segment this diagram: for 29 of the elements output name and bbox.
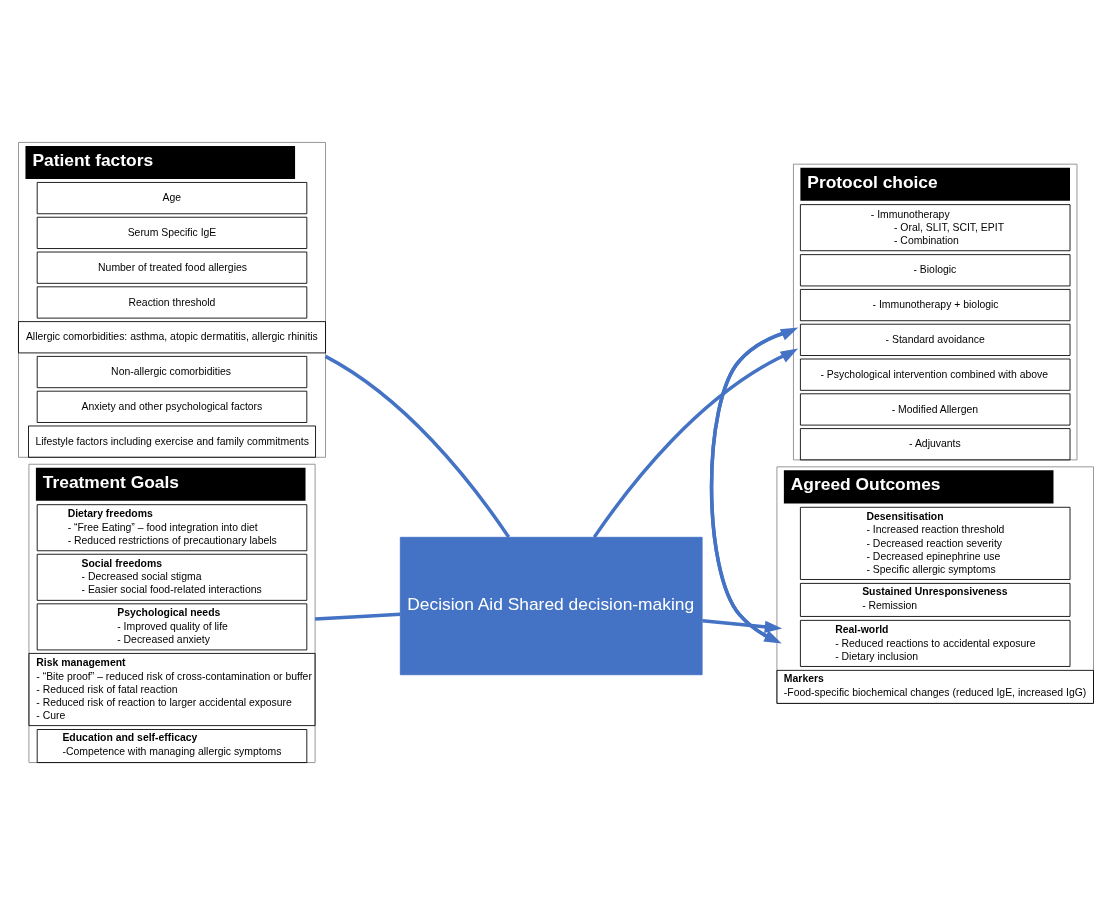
node-box: - Immunotherapy + biologic [799, 288, 1071, 321]
node-box: Allergic comorbidities: asthma, atopic dermatitis, allergic rhinitis [18, 320, 326, 353]
node-box: Education and self-efficacy -Competence with managing allergic symptoms [36, 728, 308, 763]
connector [315, 612, 401, 621]
node-box: Social freedoms - Decreased social stigma - Easier social food-related interactions [36, 553, 308, 601]
node-box: Serum Specific IgE [36, 216, 308, 249]
node-box: Sustained Unresponsiveness - Remission [799, 582, 1071, 617]
node-box: Anxiety and other psychological factors [36, 390, 308, 423]
arrow [702, 618, 783, 633]
node-box: Dietary freedoms - “Free Eating” – food integration into diet - Reduced restrictions of precautionary labels [36, 503, 308, 551]
node-box: - Modified Allergen [799, 392, 1071, 426]
node-box: - Immunotherapy - Oral, SLIT, SCIT, EPIT - Combination [799, 203, 1071, 251]
node-box: - Adjuvants [799, 427, 1071, 460]
node-box: Reaction threshold [36, 285, 308, 319]
node-box: Number of treated food allergies [36, 251, 308, 284]
node-box: Age [36, 181, 308, 214]
node-box: Decision Aid Shared decision-making [399, 536, 703, 675]
node-box: - Psychological intervention combined with above [799, 358, 1071, 391]
node-box: Desensitisation - Increased reaction threshold - Decreased reaction severity - Decreased epinephrine use - Specific allergic symptoms [799, 506, 1071, 580]
node-box: Real-world - Reduced reactions to accidental exposure - Dietary inclusion [799, 619, 1071, 667]
node-box: Markers -Food-specific biochemical changes (reduced IgE, increased IgG) [776, 669, 1094, 704]
node-box: - Standard avoidance [799, 323, 1071, 356]
node-box: Risk management - “Bite proof” – reduced risk of cross-contamination or buffer - Reduced risk of fatal reaction - Reduced risk of reaction to larger accidental exposure - Cure [28, 652, 316, 726]
node-box: Lifestyle factors including exercise and family commitments [28, 425, 316, 458]
node-box: - Biologic [799, 253, 1071, 286]
node-box: Non-allergic comorbidities [36, 355, 308, 388]
node-box: Psychological needs - Improved quality of life - Decreased anxiety [36, 602, 308, 650]
arrow [592, 348, 799, 538]
connector [324, 354, 511, 538]
